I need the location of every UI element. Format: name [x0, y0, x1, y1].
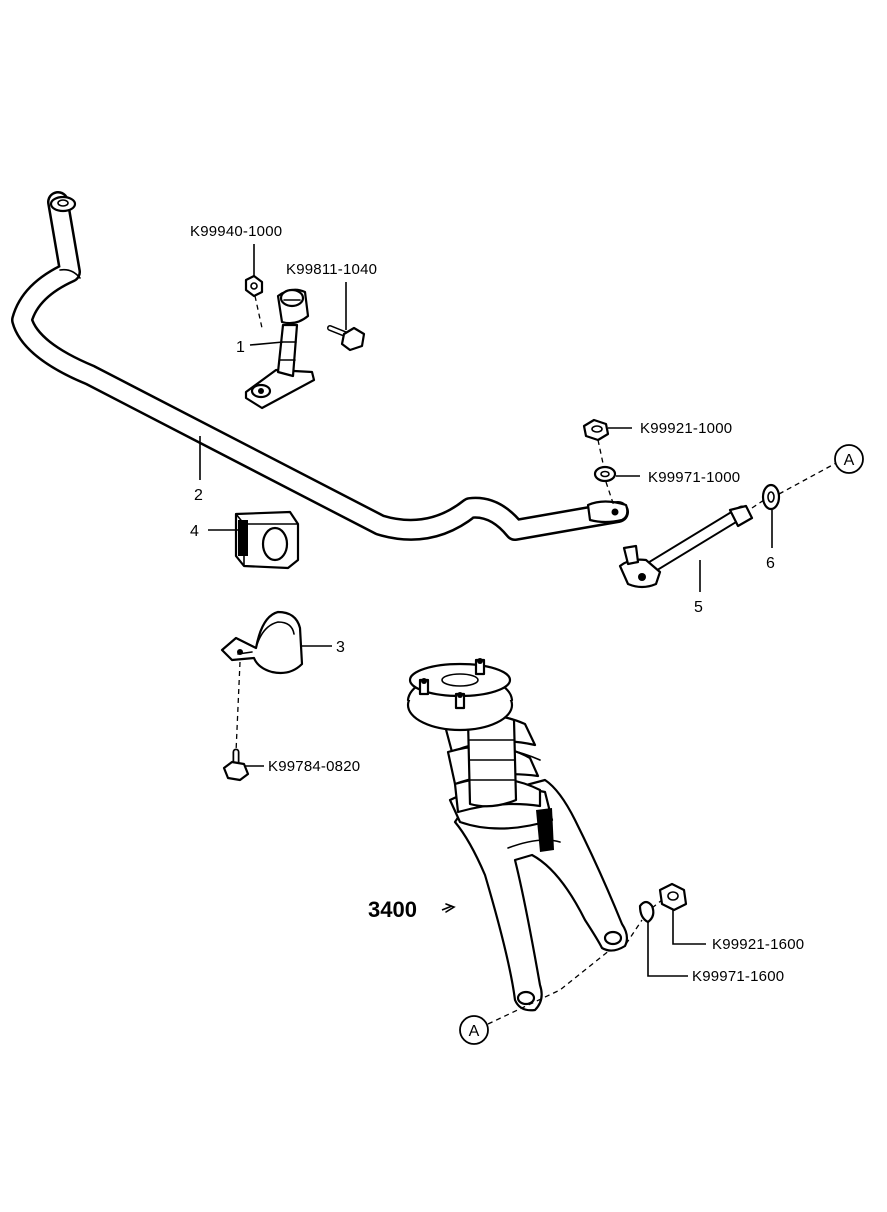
- control-rod: [618, 504, 754, 589]
- callout-2: 2: [194, 487, 203, 504]
- group-reference-3400: 3400: [368, 897, 417, 922]
- svg-text:A: A: [844, 452, 855, 469]
- svg-text:A: A: [469, 1023, 480, 1040]
- callout-4: 4: [190, 523, 199, 540]
- leader-lines: [199, 244, 839, 1025]
- strut-assembly: [406, 658, 629, 1012]
- stabilizer-bar: [11, 191, 629, 541]
- bushing: [234, 510, 300, 570]
- bushing-bracket: [220, 610, 304, 675]
- label-k99811-1040: K99811-1040: [286, 261, 377, 278]
- callout-5: 5: [694, 599, 703, 616]
- washer-part-6: [761, 483, 781, 511]
- label-k99921-1600: K99921-1600: [712, 936, 804, 953]
- stabilizer-link: [244, 288, 316, 410]
- marker-a-top: A: [834, 444, 864, 474]
- label-k99971-1600: K99971-1600: [692, 968, 784, 985]
- nut-k99921-1000: [582, 418, 610, 442]
- label-k99940-1000: K99940-1000: [190, 223, 282, 240]
- washer-k99971-1000: [593, 465, 617, 483]
- marker-a-bottom: A: [459, 1015, 489, 1045]
- label-k99971-1000: K99971-1000: [648, 469, 740, 486]
- callout-3: 3: [336, 639, 345, 656]
- washer-k99971-1600: [638, 900, 655, 924]
- label-k99784-0820: K99784-0820: [268, 758, 360, 775]
- bolt-k99784-0820: [222, 748, 250, 782]
- callout-6: 6: [766, 555, 775, 572]
- label-k99921-1000: K99921-1000: [640, 420, 732, 437]
- callout-1: 1: [236, 339, 245, 356]
- nut-k99921-1600: [658, 882, 688, 912]
- bolt-k99811-1040: [327, 325, 366, 352]
- nut-k99940-1000: [244, 274, 264, 298]
